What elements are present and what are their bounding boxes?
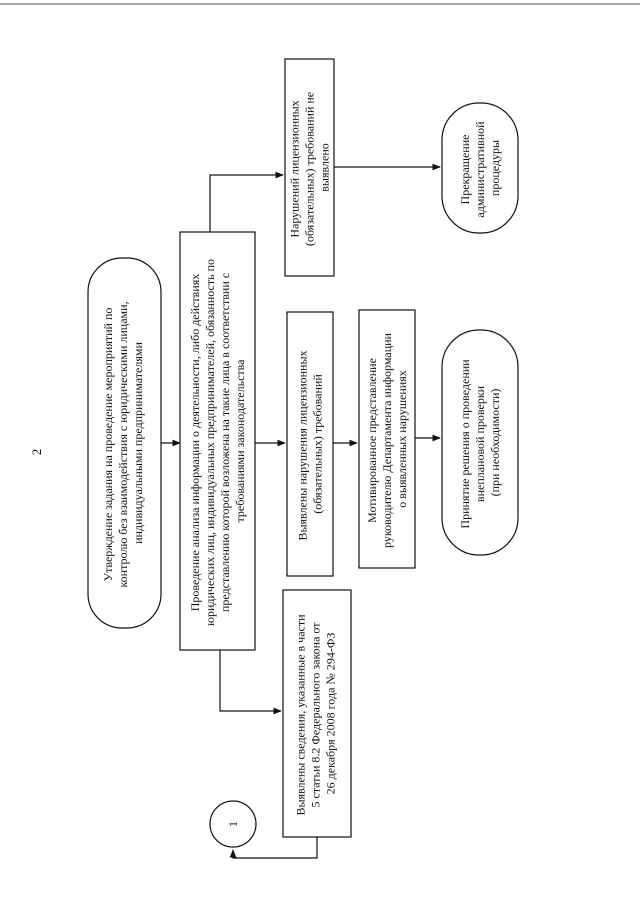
node-found-info: Выявлены сведения, указанные в части 5 с… (282, 589, 352, 838)
violations-found-process-shape (286, 311, 334, 577)
no-violations-text-line-3: выявлено (317, 143, 331, 192)
inspection-text: Принятие решения о проведении внепланово… (458, 356, 502, 528)
submission-process-shape (358, 309, 416, 569)
termination-terminal-shape (441, 102, 519, 234)
no-violations-text-line-1: Нарушений лицензионных (287, 100, 301, 237)
analysis-text-line-2: юридических лиц, индивидуальных предприн… (203, 259, 217, 626)
no-violations-text: Нарушений лицензионных (обязательных) тр… (287, 89, 331, 246)
submission-text: Мотивированное представление руководител… (365, 330, 409, 548)
edge-analysis-to-no-violations (209, 171, 284, 232)
found-info-text: Выявлены сведения, указанные в части 5 с… (293, 611, 337, 815)
node-inspection: Принятие решения о проведении внепланово… (441, 329, 519, 556)
submission-text-line-3: о выявленных нарушениях (395, 370, 409, 508)
connector-circle-shape (209, 800, 257, 848)
start-terminal-shape (87, 257, 162, 629)
analysis-text-line-4: требованиями законодательства (233, 359, 247, 523)
node-analysis: Проведение анализа информации о деятельн… (179, 231, 256, 651)
termination-text-line-3: процедуры (488, 140, 502, 196)
start-text: Утверждение задания на проведение меропр… (101, 298, 145, 587)
node-start: Утверждение задания на проведение меропр… (87, 257, 162, 629)
node-submission: Мотивированное представление руководител… (358, 309, 416, 569)
analysis-process-shape (179, 231, 256, 651)
analysis-text-line-1: Проведение анализа информации о деятельн… (188, 274, 202, 611)
no-violations-text-line-2: (обязательных) требований не (302, 92, 316, 246)
submission-text-line-2: руководителю Департамента информации (380, 332, 394, 547)
analysis-text-line-3: представлению которой возложена на такие… (218, 273, 232, 612)
start-text-line-2: контролю без взаимодействия с юридически… (116, 301, 130, 587)
submission-text-line-1: Мотивированное представление (365, 358, 379, 523)
no-violations-process-shape (284, 58, 335, 277)
found-info-text-line-2: 5 статьи 8.2 Федерального закона от (308, 622, 322, 808)
start-text-line-3: индивидуальными предпринимателями (131, 342, 145, 544)
connector-label: 1 (226, 821, 240, 827)
termination-text-line-1: Прекращение (458, 135, 472, 205)
inspection-text-line-1: Принятие решения о проведении (458, 359, 472, 529)
termination-text-line-2: административной (473, 121, 487, 218)
found-info-text-line-3: 26 декабря 2008 года № 294-ФЗ (323, 633, 337, 795)
violations-found-text: Выявлены нарушения лицензионных (обязате… (295, 347, 324, 540)
edges (161, 163, 441, 859)
found-info-process-shape (282, 589, 352, 838)
found-info-text-line-1: Выявлены сведения, указанные в части (293, 614, 307, 816)
termination-text: Прекращение административной процедуры (458, 118, 502, 217)
node-connector: 1 (209, 800, 257, 848)
node-termination: Прекращение административной процедуры (441, 102, 519, 234)
analysis-text: Проведение анализа информации о деятельн… (188, 256, 247, 626)
violations-found-text-line-1: Выявлены нарушения лицензионных (295, 350, 309, 540)
edge-found-info-to-connector (229, 837, 318, 859)
inspection-terminal-shape (441, 329, 519, 556)
start-text-line-1: Утверждение задания на проведение меропр… (101, 308, 115, 582)
inspection-text-line-2: внеплановой проверки (473, 385, 487, 502)
violations-found-text-line-2: (обязательных) требований (310, 374, 324, 514)
inspection-text-line-3: (при необходимости) (488, 389, 502, 497)
edge-analysis-to-found-info (219, 650, 282, 715)
node-no-violations: Нарушений лицензионных (обязательных) тр… (284, 58, 335, 277)
node-violations-found: Выявлены нарушения лицензионных (обязате… (286, 311, 334, 577)
